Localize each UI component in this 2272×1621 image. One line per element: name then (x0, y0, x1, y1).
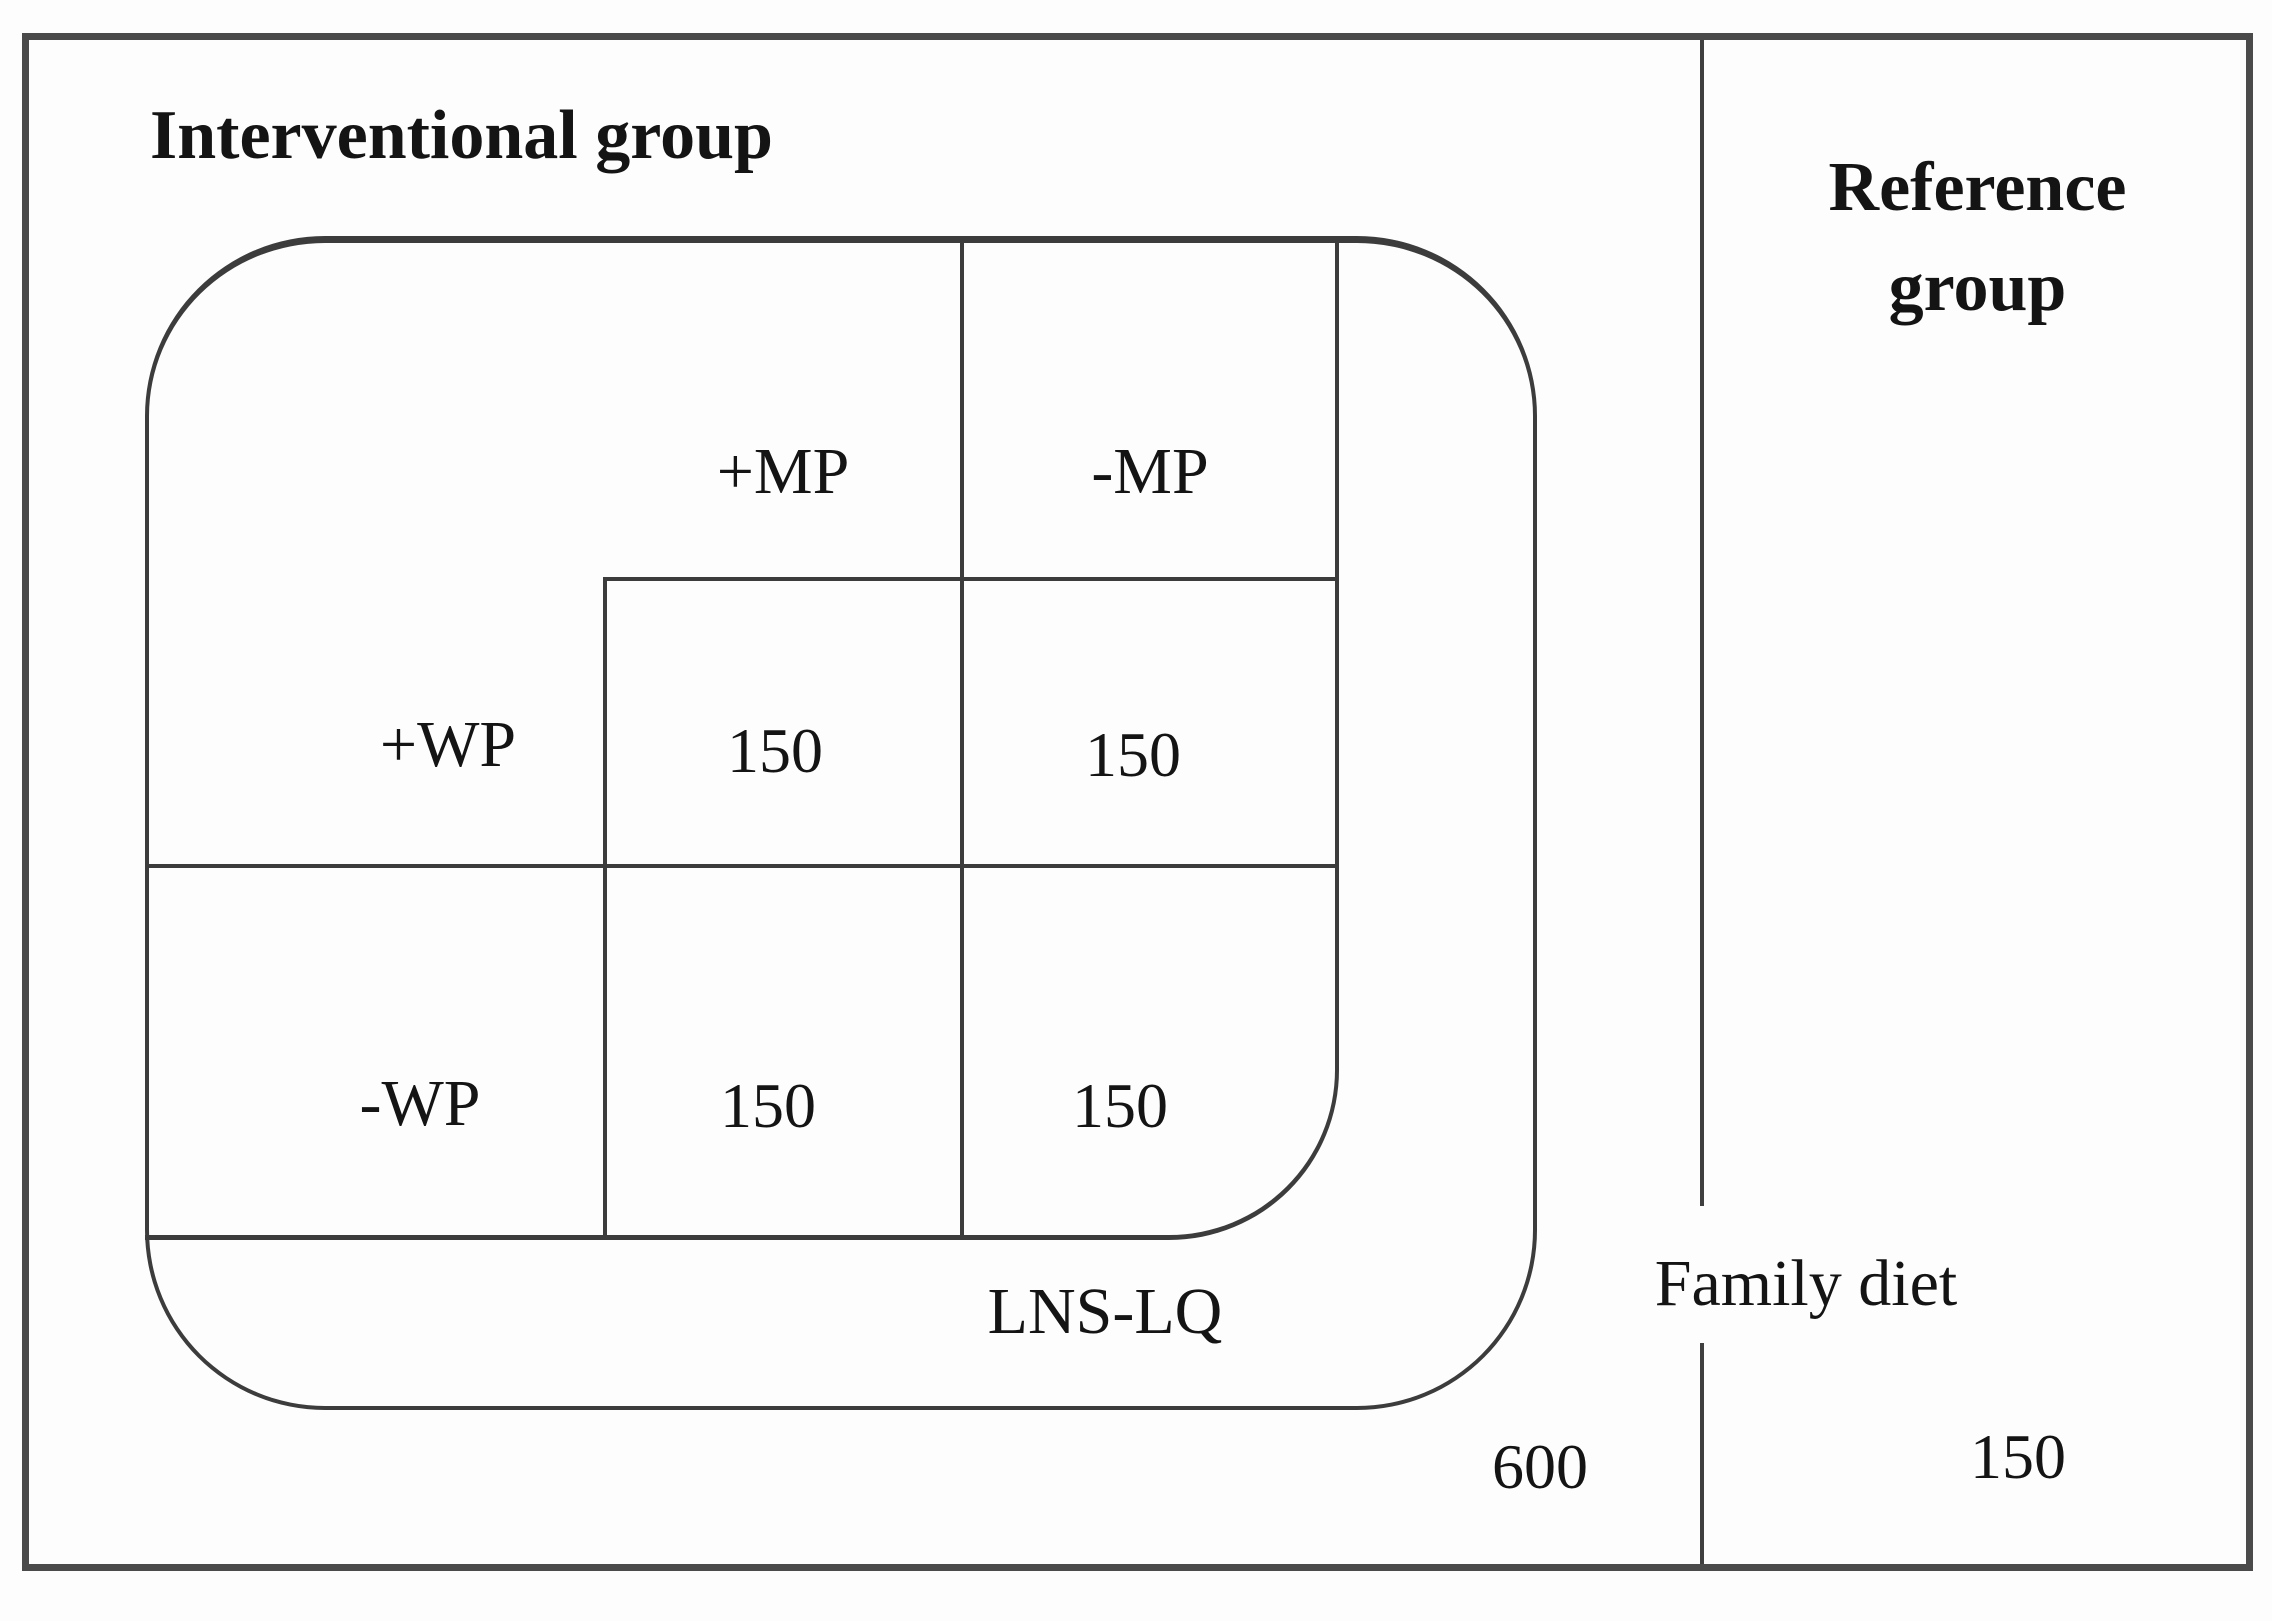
row-header-minus-wp: -WP (359, 1067, 481, 1140)
cell-minuswp-plusmp: 150 (720, 1070, 816, 1141)
col-header-plus-mp: +MP (716, 435, 850, 508)
lns-lq-label: LNS-LQ (987, 1275, 1223, 1348)
reference-group-title-line2: group (1888, 249, 2067, 326)
reference-group-title-line1: Reference (1828, 149, 2127, 226)
lns-lq-container-outline (145, 236, 1537, 1410)
reference-group-title: Reference group (1702, 138, 2253, 338)
table-line-between-mp-columns (960, 236, 964, 1240)
factorial-table-outline (145, 236, 1339, 1240)
group-divider-lower-segment (1700, 1343, 1704, 1564)
group-divider-upper-segment (1700, 40, 1704, 1206)
col-header-minus-mp: -MP (1091, 435, 1209, 508)
cell-pluswp-plusmp: 150 (727, 715, 823, 786)
cell-pluswp-minusmp: 150 (1085, 719, 1181, 790)
table-line-left-of-cells (603, 577, 607, 1240)
cell-minuswp-minusmp: 150 (1072, 1070, 1168, 1141)
table-line-between-wp-rows (145, 864, 1339, 868)
outer-frame (22, 33, 2253, 1571)
family-diet-label: Family diet (1654, 1247, 1958, 1320)
reference-total: 150 (1970, 1421, 2066, 1492)
interventional-total: 600 (1492, 1431, 1588, 1502)
interventional-group-title: Interventional group (150, 97, 773, 174)
table-line-below-mp-headers (605, 577, 1339, 581)
row-header-plus-wp: +WP (379, 708, 517, 781)
